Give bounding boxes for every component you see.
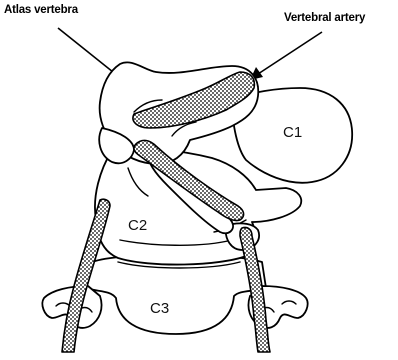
c3-label: C3 (150, 300, 169, 317)
artery-callout-arrow (250, 32, 322, 80)
c1-label: C1 (283, 124, 302, 141)
c2-label: C2 (128, 217, 147, 234)
